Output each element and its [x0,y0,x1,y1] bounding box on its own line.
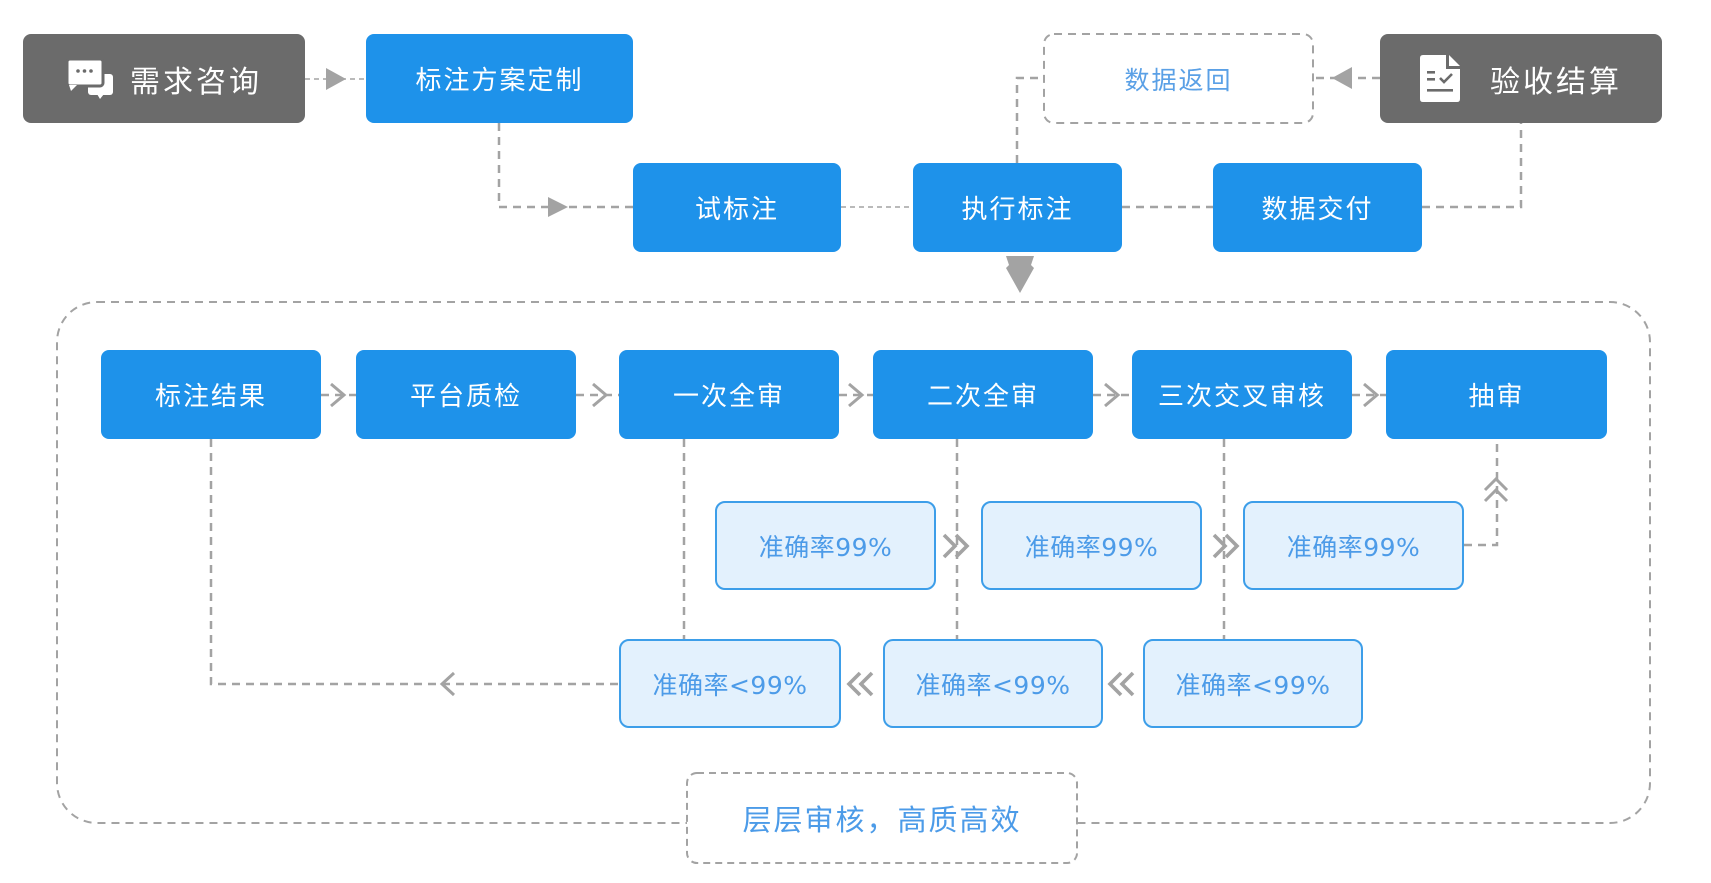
chevron-right-icon [1363,382,1380,408]
stage-third-cross-review: 三次交叉审核 [1132,350,1352,439]
check-label: 准确率99% [758,532,893,562]
node-acceptance-settlement: 验收结算 [1380,34,1662,123]
connector-execute-to-data-return [1015,76,1044,163]
review-summary-label: 层层审核，高质高效 [687,773,1077,863]
chat-bubbles-icon [66,57,114,100]
fail-check-first: 准确率<99% [619,639,841,728]
arrow-right-icon [326,68,346,90]
double-chevron-right-icon [1212,533,1228,559]
connector-fail-return-to-result [209,439,619,686]
document-check-icon [1420,55,1460,102]
node-requirement-consultation: 需求咨询 [23,34,305,123]
stage-label: 平台质检 [409,382,522,412]
check-label: 准确率<99% [652,670,808,700]
double-chevron-left-icon [1107,671,1123,697]
summary-frame [686,772,1078,864]
node-label: 需求咨询 [130,64,262,100]
double-chevron-left-icon [846,671,862,697]
arrow-left-icon [1332,67,1352,89]
stage-label: 抽审 [1468,382,1525,412]
node-plan-customization: 标注方案定制 [366,34,633,123]
stage-label: 三次交叉审核 [1157,382,1326,412]
pass-check-first: 准确率99% [715,501,936,590]
stage-platform-qc: 平台质检 [356,350,576,439]
chevron-right-icon [848,382,865,408]
summary-text: 层层审核，高质高效 [742,803,1022,837]
stage-label: 一次全审 [672,382,785,412]
arrow-right-icon [548,197,568,217]
chevron-right-icon [1104,382,1121,408]
stage-first-full-review: 一次全审 [619,350,839,439]
node-label: 验收结算 [1490,64,1622,100]
stage-label: 标注结果 [154,382,267,412]
check-label: 准确率99% [1024,532,1159,562]
chevron-left-icon [439,671,456,697]
double-chevron-right-icon [1224,533,1240,559]
fail-check-third: 准确率<99% [1143,639,1363,728]
node-data-delivery: 数据交付 [1213,163,1422,252]
double-chevron-up-icon [1483,476,1509,492]
chevron-right-icon [592,382,609,408]
connector-plan-to-trial [497,123,633,209]
double-chevron-left-icon [1119,671,1135,697]
node-data-return: 数据返回 [1044,34,1313,123]
check-label: 准确率<99% [915,670,1071,700]
double-chevron-right-icon [942,533,958,559]
node-label: 标注方案定制 [415,66,584,96]
double-chevron-right-icon [954,533,970,559]
stage-sampling-review: 抽审 [1386,350,1607,439]
node-label: 数据返回 [1124,65,1233,95]
arrow-down-icon [1006,256,1034,293]
chevron-right-icon [330,382,347,408]
check-label: 准确率<99% [1175,670,1331,700]
double-chevron-up-icon [1483,487,1509,503]
pass-check-third: 准确率99% [1243,501,1464,590]
connector-pass-to-sampling [1464,439,1499,547]
node-label: 执行标注 [961,195,1074,225]
stage-annotation-result: 标注结果 [101,350,321,439]
node-label: 数据交付 [1261,195,1374,225]
fail-check-second: 准确率<99% [883,639,1103,728]
pass-check-second: 准确率99% [981,501,1202,590]
data-return-frame [1043,33,1314,124]
node-trial-annotation: 试标注 [633,163,841,252]
double-chevron-left-icon [858,671,874,697]
check-label: 准确率99% [1286,532,1421,562]
connector-delivery-to-acceptance [1422,123,1523,209]
stage-second-full-review: 二次全审 [873,350,1093,439]
node-label: 试标注 [694,195,779,225]
stage-label: 二次全审 [926,382,1039,412]
node-execute-annotation: 执行标注 [913,163,1122,252]
